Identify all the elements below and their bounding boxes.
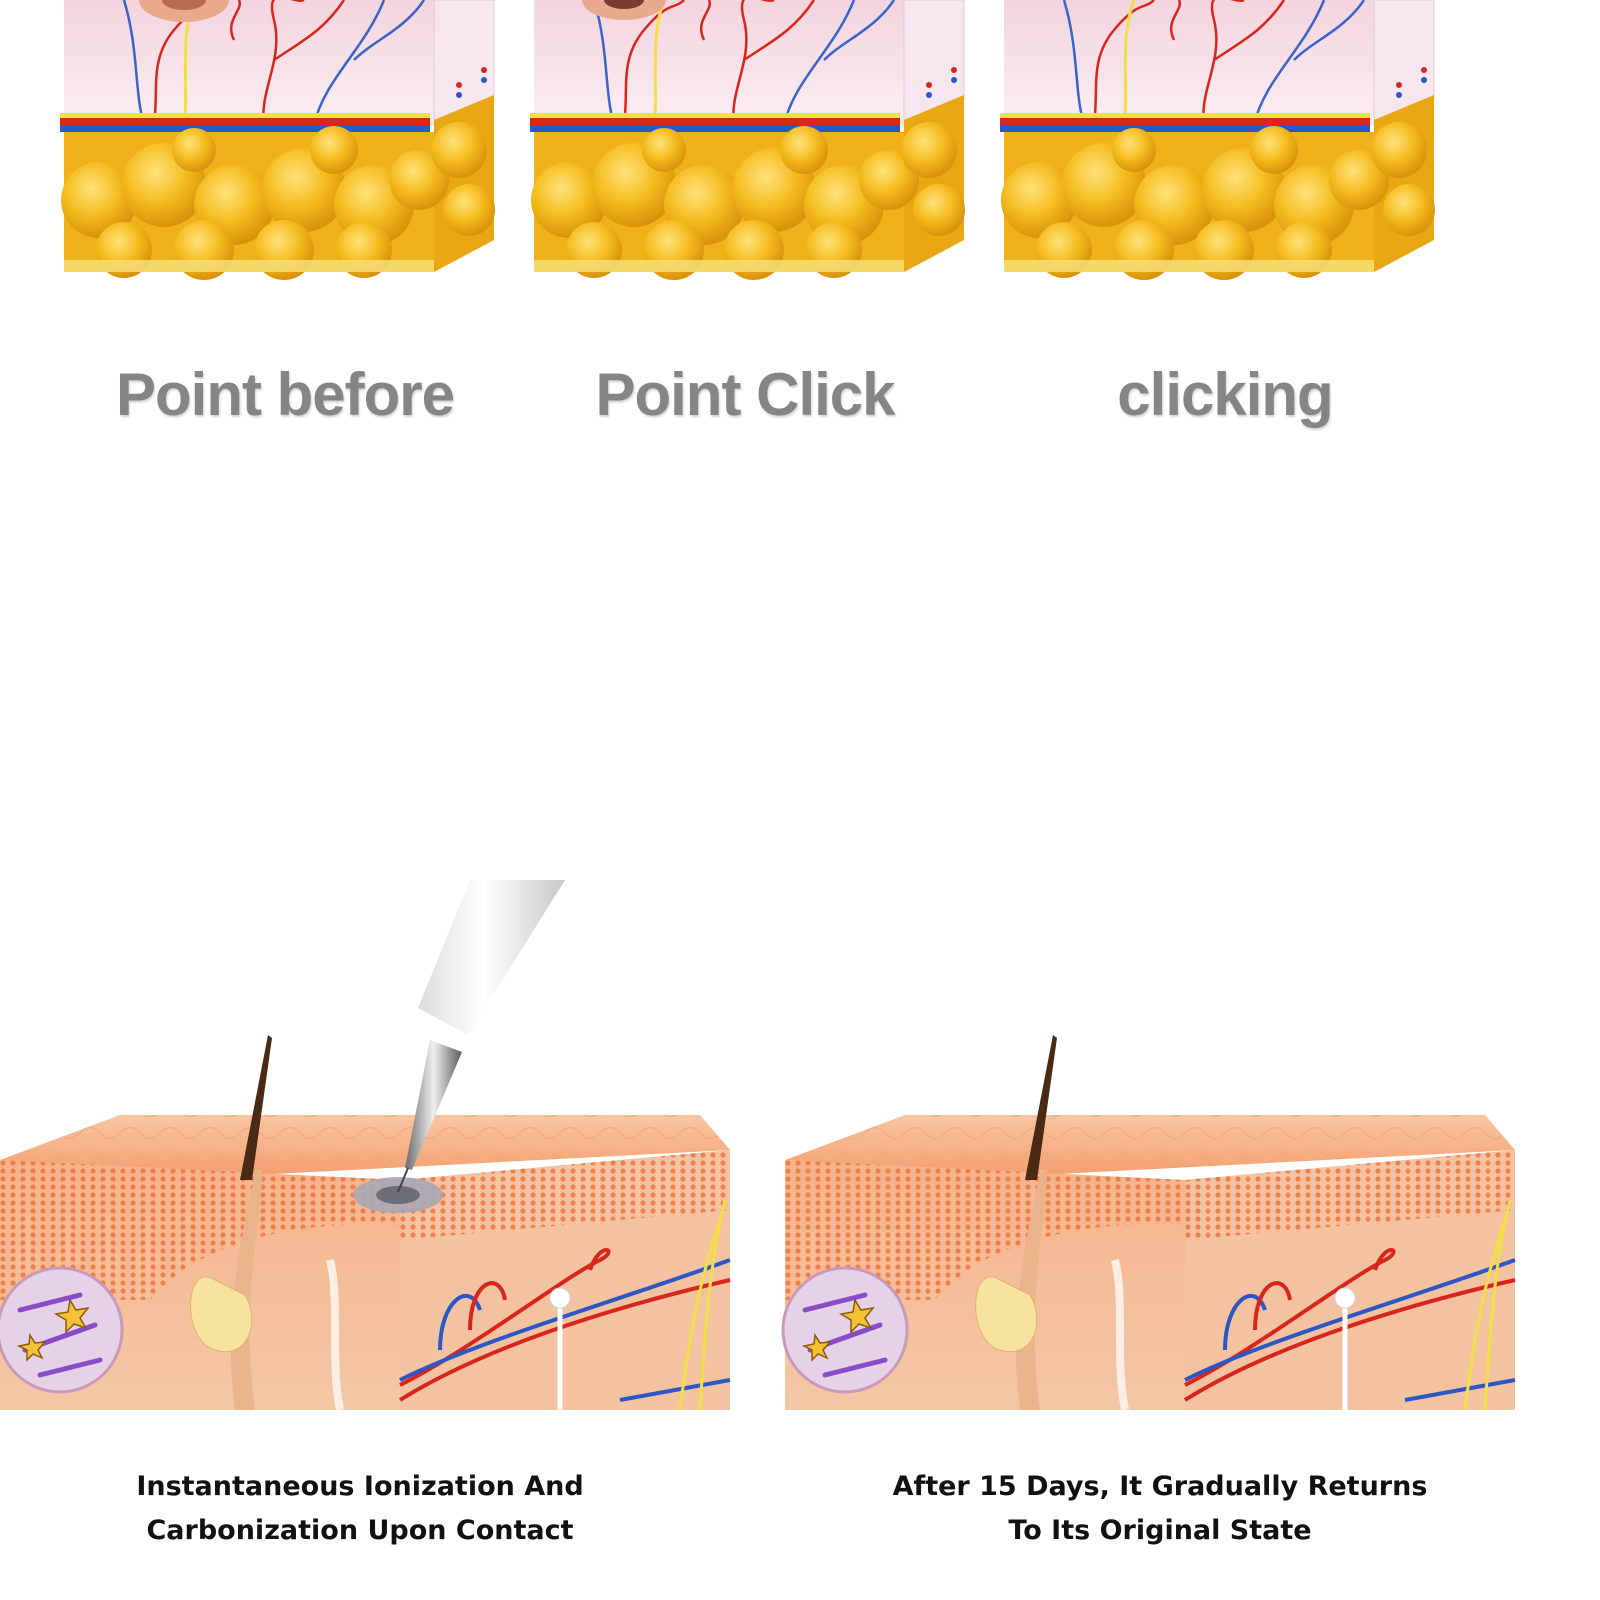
caption-recovery-line2: To Its Original State bbox=[1008, 1515, 1312, 1546]
skin-layer-cube-icon bbox=[998, 0, 1437, 282]
label-clicking: clicking bbox=[1117, 361, 1333, 428]
caption-recovery: After 15 Days, It Gradually Returns To I… bbox=[800, 1465, 1520, 1553]
caption-recovery-line1: After 15 Days, It Gradually Returns bbox=[892, 1471, 1428, 1502]
caption-ionization-line2: Carbonization Upon Contact bbox=[146, 1515, 574, 1546]
probe-pen-icon bbox=[397, 880, 565, 1193]
label-point-before: Point before bbox=[115, 361, 455, 428]
label-point-click: Point Click bbox=[595, 361, 895, 428]
caption-ionization-line1: Instantaneous Ionization And bbox=[136, 1471, 584, 1502]
skin-layer-cube-icon bbox=[528, 0, 967, 282]
top-diagram-row bbox=[58, 0, 1437, 282]
skin-layer-cube-icon bbox=[58, 0, 497, 282]
skin-cross-section-recovered bbox=[783, 1035, 1515, 1410]
caption-ionization: Instantaneous Ionization And Carbonizati… bbox=[0, 1465, 720, 1553]
bottom-diagram-row bbox=[0, 880, 1600, 1440]
skin-cross-section-contact bbox=[0, 880, 730, 1410]
